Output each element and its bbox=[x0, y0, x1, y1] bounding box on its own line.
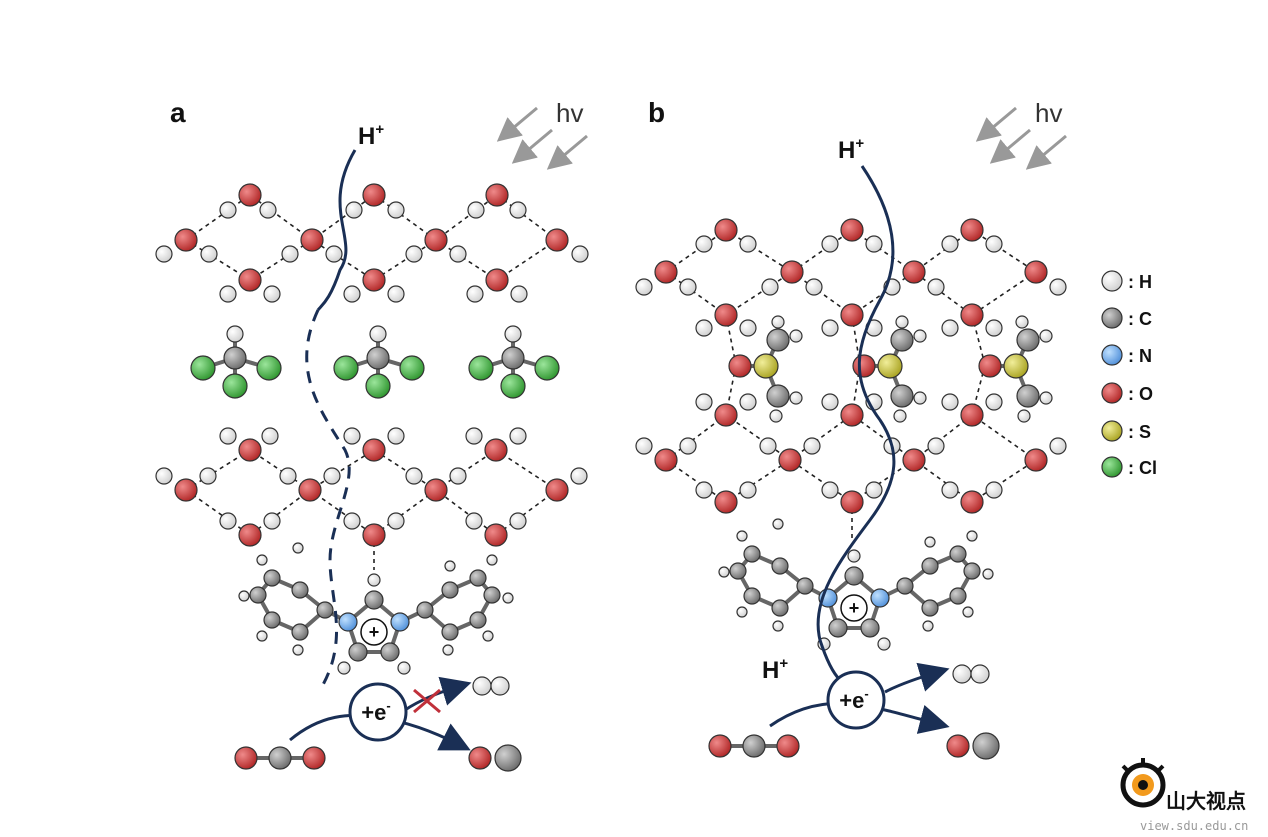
chloroform-molecule bbox=[333, 325, 425, 399]
panel-b-light-arrows bbox=[975, 106, 1067, 170]
legend-item-cl: : Cl bbox=[1101, 456, 1157, 478]
panel-a-imidazolium-cation: + bbox=[238, 542, 514, 675]
watermark-logo: 山大视点 view.sdu.edu.cn bbox=[1120, 758, 1248, 833]
panel-b-co-molecule bbox=[946, 732, 1000, 760]
panel-a-water-molecules bbox=[155, 183, 589, 303]
panel-a-label: a bbox=[170, 97, 186, 128]
panel-a-proton-path bbox=[316, 149, 357, 311]
watermark-url: view.sdu.edu.cn bbox=[1140, 819, 1248, 833]
panel-b-proton-label-2: H+ bbox=[762, 655, 788, 684]
panel-b-cation-charge: + bbox=[849, 598, 860, 618]
watermark-name: 山大视点 bbox=[1166, 789, 1246, 813]
panel-a-electron-label: +e- bbox=[361, 698, 390, 725]
svg-text:: Cl: : Cl bbox=[1128, 458, 1157, 478]
panel-a-light-arrows bbox=[496, 106, 588, 170]
panel-a-cation-charge: + bbox=[369, 622, 380, 642]
panel-b-label: b bbox=[648, 97, 665, 128]
panel-a-co-molecule bbox=[468, 744, 522, 772]
dmso-molecule bbox=[978, 315, 1053, 423]
panel-a-co2-molecule bbox=[234, 746, 326, 770]
eye-logo-icon bbox=[1120, 758, 1166, 808]
svg-text:: O: : O bbox=[1128, 384, 1153, 404]
panel-b-electron-transfer: +e- bbox=[769, 662, 950, 734]
svg-text:: N: : N bbox=[1128, 346, 1152, 366]
panel-a-chloroform-molecules bbox=[190, 325, 560, 399]
panel-b-proton-path bbox=[816, 165, 896, 682]
legend-item-n: : N bbox=[1101, 344, 1152, 366]
panel-a-electron-transfer: +e- bbox=[289, 676, 472, 751]
panel-b-imidazolium-cation: + bbox=[718, 518, 994, 651]
dmso-molecule bbox=[852, 315, 927, 423]
svg-text:: S: : S bbox=[1128, 422, 1151, 442]
panel-a: a hv H+ bbox=[155, 97, 589, 772]
legend-item-c: : C bbox=[1101, 307, 1152, 329]
panel-b-electron-label: +e- bbox=[839, 686, 868, 713]
legend-item-h: : H bbox=[1101, 270, 1152, 292]
chloroform-molecule bbox=[468, 325, 560, 399]
atom-legend: : H : C : N : O : S : Cl bbox=[1101, 270, 1157, 478]
svg-text:: C: : C bbox=[1128, 309, 1152, 329]
panel-b-dmso-molecules bbox=[728, 315, 1053, 423]
panel-b: b hv H+ bbox=[635, 97, 1067, 760]
panel-b-co2-molecule bbox=[708, 734, 800, 758]
panel-b-h2-molecule bbox=[952, 664, 990, 684]
chloroform-molecule bbox=[190, 325, 282, 399]
svg-text:: H: : H bbox=[1128, 272, 1152, 292]
legend-item-s: : S bbox=[1101, 420, 1151, 442]
panel-b-proton-label: H+ bbox=[838, 135, 864, 164]
panel-b-water-molecules bbox=[635, 218, 1067, 514]
legend-item-o: : O bbox=[1101, 382, 1153, 404]
panel-a-top-water-layer bbox=[155, 183, 589, 303]
panel-a-h2-molecule bbox=[472, 676, 510, 696]
panel-a-water-molecules-bottom bbox=[155, 427, 588, 547]
panel-a-blocked-proton-path bbox=[305, 309, 351, 691]
panel-b-light-label: hv bbox=[1035, 98, 1062, 128]
panel-a-bottom-water-layer bbox=[155, 427, 588, 570]
dmso-molecule bbox=[728, 315, 803, 423]
panel-a-proton-label: H+ bbox=[358, 121, 384, 150]
panel-a-light-label: hv bbox=[556, 98, 583, 128]
